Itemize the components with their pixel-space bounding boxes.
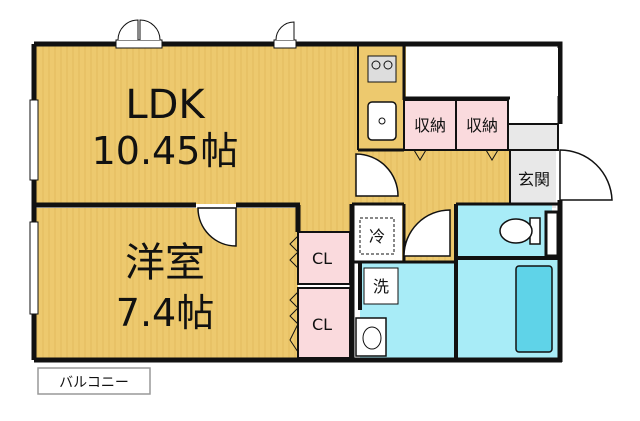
washer-box bbox=[363, 267, 399, 305]
ldk-size: 10.45帖 bbox=[92, 129, 239, 173]
sink-icon bbox=[367, 101, 397, 141]
closet-lower-label: CL bbox=[312, 315, 332, 334]
window-swing-2 bbox=[139, 19, 161, 41]
western-floor bbox=[36, 208, 298, 358]
door-entrance-swing bbox=[559, 149, 613, 201]
outer-wall bbox=[34, 41, 563, 124]
door-ldk bbox=[355, 153, 399, 197]
bathtub-icon bbox=[515, 265, 553, 353]
window-left-ldk bbox=[29, 99, 39, 181]
window-left-western bbox=[29, 221, 39, 315]
refrigerator-box bbox=[359, 217, 395, 255]
toilet-bowl-icon bbox=[499, 218, 533, 244]
ldk-name: LDK bbox=[125, 82, 206, 128]
wall-block-entrance bbox=[544, 210, 560, 258]
entrance-area bbox=[510, 150, 556, 208]
stove-icon bbox=[367, 55, 397, 83]
closet-lower-area bbox=[297, 287, 351, 359]
washbasin-bowl bbox=[362, 326, 382, 350]
outside-area bbox=[408, 48, 558, 96]
western-name: 洋室 bbox=[125, 240, 205, 286]
stove-burner-2 bbox=[383, 60, 393, 70]
closet-door-ticks-lower bbox=[289, 291, 299, 353]
sink-drain bbox=[378, 117, 386, 125]
closet-upper-label: CL bbox=[312, 249, 332, 268]
western-size: 7.4帖 bbox=[116, 291, 214, 335]
refrigerator-label: 冷 bbox=[369, 227, 385, 246]
storage-2-label: 収納 bbox=[466, 116, 498, 135]
washer-label: 洗 bbox=[373, 277, 389, 296]
balcony-box bbox=[37, 367, 151, 395]
balcony-label: バルコニー bbox=[59, 375, 129, 391]
window-swing-3 bbox=[275, 21, 295, 41]
window-swing-1 bbox=[117, 19, 139, 41]
window-top-1 bbox=[115, 39, 163, 49]
hall-floor bbox=[402, 150, 510, 208]
entrance-label: 玄関 bbox=[518, 170, 550, 189]
entrance-shelf bbox=[507, 123, 559, 151]
closet-door-ticks-upper bbox=[289, 235, 299, 269]
door-wash bbox=[403, 209, 451, 257]
closet-upper-area bbox=[297, 231, 351, 285]
window-top-2 bbox=[273, 39, 297, 49]
door-western bbox=[197, 207, 237, 247]
storage-1-label: 収納 bbox=[414, 116, 446, 135]
storage-1-area bbox=[403, 99, 457, 151]
storage-door-ticks bbox=[413, 149, 499, 161]
stove-burner-1 bbox=[371, 60, 381, 70]
